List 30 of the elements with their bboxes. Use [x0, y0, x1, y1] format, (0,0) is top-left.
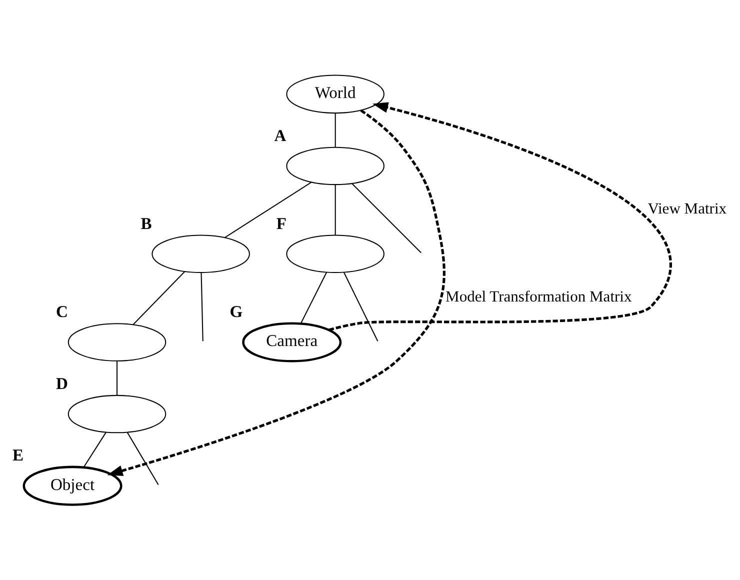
node-label: G [230, 302, 243, 321]
connector [300, 272, 327, 324]
connector [334, 114, 336, 147]
connector [224, 182, 312, 238]
node-ellipse [152, 234, 250, 274]
node-ellipse: Object [22, 466, 122, 506]
node-label: F [276, 214, 286, 233]
connector [83, 432, 106, 468]
connector [126, 432, 159, 485]
node-ellipse: World [286, 74, 384, 114]
connector [343, 272, 378, 342]
connector [116, 360, 118, 396]
node-label: C [56, 302, 68, 322]
edge-label: View Matrix [648, 200, 727, 218]
node-ellipse: Camera [242, 322, 342, 362]
connector [334, 184, 336, 236]
connector [200, 272, 204, 342]
arrow [328, 102, 672, 332]
node-label: E [12, 445, 24, 464]
node-label: B [140, 214, 152, 233]
node-ellipse [68, 394, 166, 434]
node-label: D [56, 374, 68, 394]
node-ellipse [286, 234, 384, 274]
arrow [107, 109, 446, 476]
connector [132, 271, 186, 325]
node-label: A [274, 126, 286, 145]
connector [352, 183, 422, 254]
edge-label: Model Transformation Matrix [446, 288, 632, 306]
node-ellipse [68, 323, 166, 362]
node-ellipse [286, 146, 384, 186]
